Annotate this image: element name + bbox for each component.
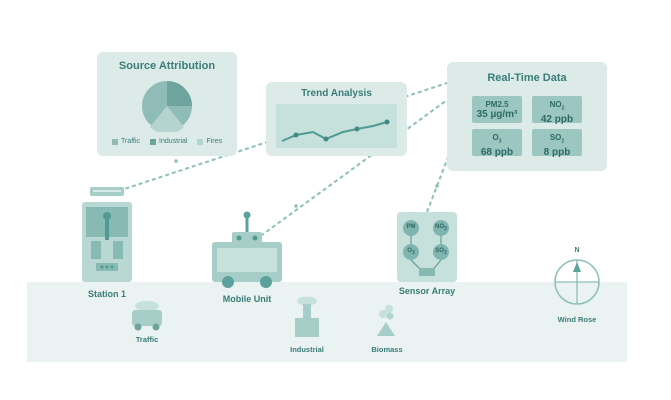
legend-item-fires: Fires <box>197 138 222 145</box>
tile-pm25: PM2.5 35 µg/m³ <box>472 96 522 123</box>
wind-rose-label: Wind Rose <box>557 315 597 324</box>
real-time-data-title: Real-Time Data <box>487 72 567 84</box>
tile-so2-label: SO <box>549 133 562 142</box>
source-attribution-title: Source Attribution <box>118 60 216 72</box>
sensor-array-box: PM NO2 O3 SO2 <box>397 212 457 282</box>
legend-swatch <box>111 138 118 145</box>
traffic-label: Traffic <box>135 335 159 344</box>
tile-pm25-value: 35 µg/m³ <box>476 109 518 120</box>
industrial-label: Industrial <box>290 345 324 354</box>
source-attribution-panel: Source Attribution Traffic Industrial Fi… <box>97 52 237 156</box>
wind-rose-icon <box>554 259 600 305</box>
legend-swatch <box>150 138 157 145</box>
biomass-icon <box>377 305 395 336</box>
tile-so2-value: 8 ppb <box>543 146 571 158</box>
wind-rose-north: N <box>574 247 580 254</box>
mobile-unit-icon <box>212 211 282 288</box>
station-1-icon <box>82 187 132 282</box>
sensor-array-label: Sensor Array <box>398 286 456 296</box>
sensor-pm: PM <box>406 224 416 230</box>
industrial-icon <box>295 296 319 337</box>
tile-o3: O3 68 ppb <box>472 129 522 158</box>
trend-analysis-panel: Trend Analysis <box>266 82 407 156</box>
mobile-unit-label: Mobile Unit <box>222 294 272 304</box>
tile-pm25-label: PM2.5 <box>485 100 509 109</box>
tile-no2: NO2 42 ppb <box>532 96 582 125</box>
legend-item-traffic: Traffic <box>111 138 140 145</box>
legend-swatch <box>197 138 204 145</box>
tile-so2: SO2 8 ppb <box>532 129 582 158</box>
trend-plot-area <box>276 104 397 148</box>
ground-band <box>27 282 627 362</box>
sensor-so2: SO2 <box>435 248 447 257</box>
sensor-no2: NO2 <box>435 224 447 233</box>
biomass-label: Biomass <box>371 345 403 354</box>
trend-analysis-title: Trend Analysis <box>301 88 372 99</box>
trend-line <box>281 119 390 142</box>
tile-no2-label: NO <box>549 100 562 109</box>
link-mobile-to-realtime <box>254 99 448 241</box>
station-1-label: Station 1 <box>87 289 126 299</box>
real-time-data-panel: Real-Time Data PM2.5 35 µg/m³ NO2 42 ppb… <box>447 62 607 171</box>
tile-o3-value: 68 ppb <box>480 146 514 158</box>
sensor-array-wiring <box>403 220 449 276</box>
tile-no2-value: 42 ppb <box>540 113 574 125</box>
legend-item-industrial: Industrial <box>150 138 187 145</box>
tile-o3-label: O <box>492 133 499 142</box>
attribution-pie <box>142 81 192 132</box>
traffic-icon <box>132 301 162 331</box>
attribution-legend: Traffic Industrial Fires <box>97 138 237 145</box>
sensor-o3: O3 <box>407 248 415 257</box>
